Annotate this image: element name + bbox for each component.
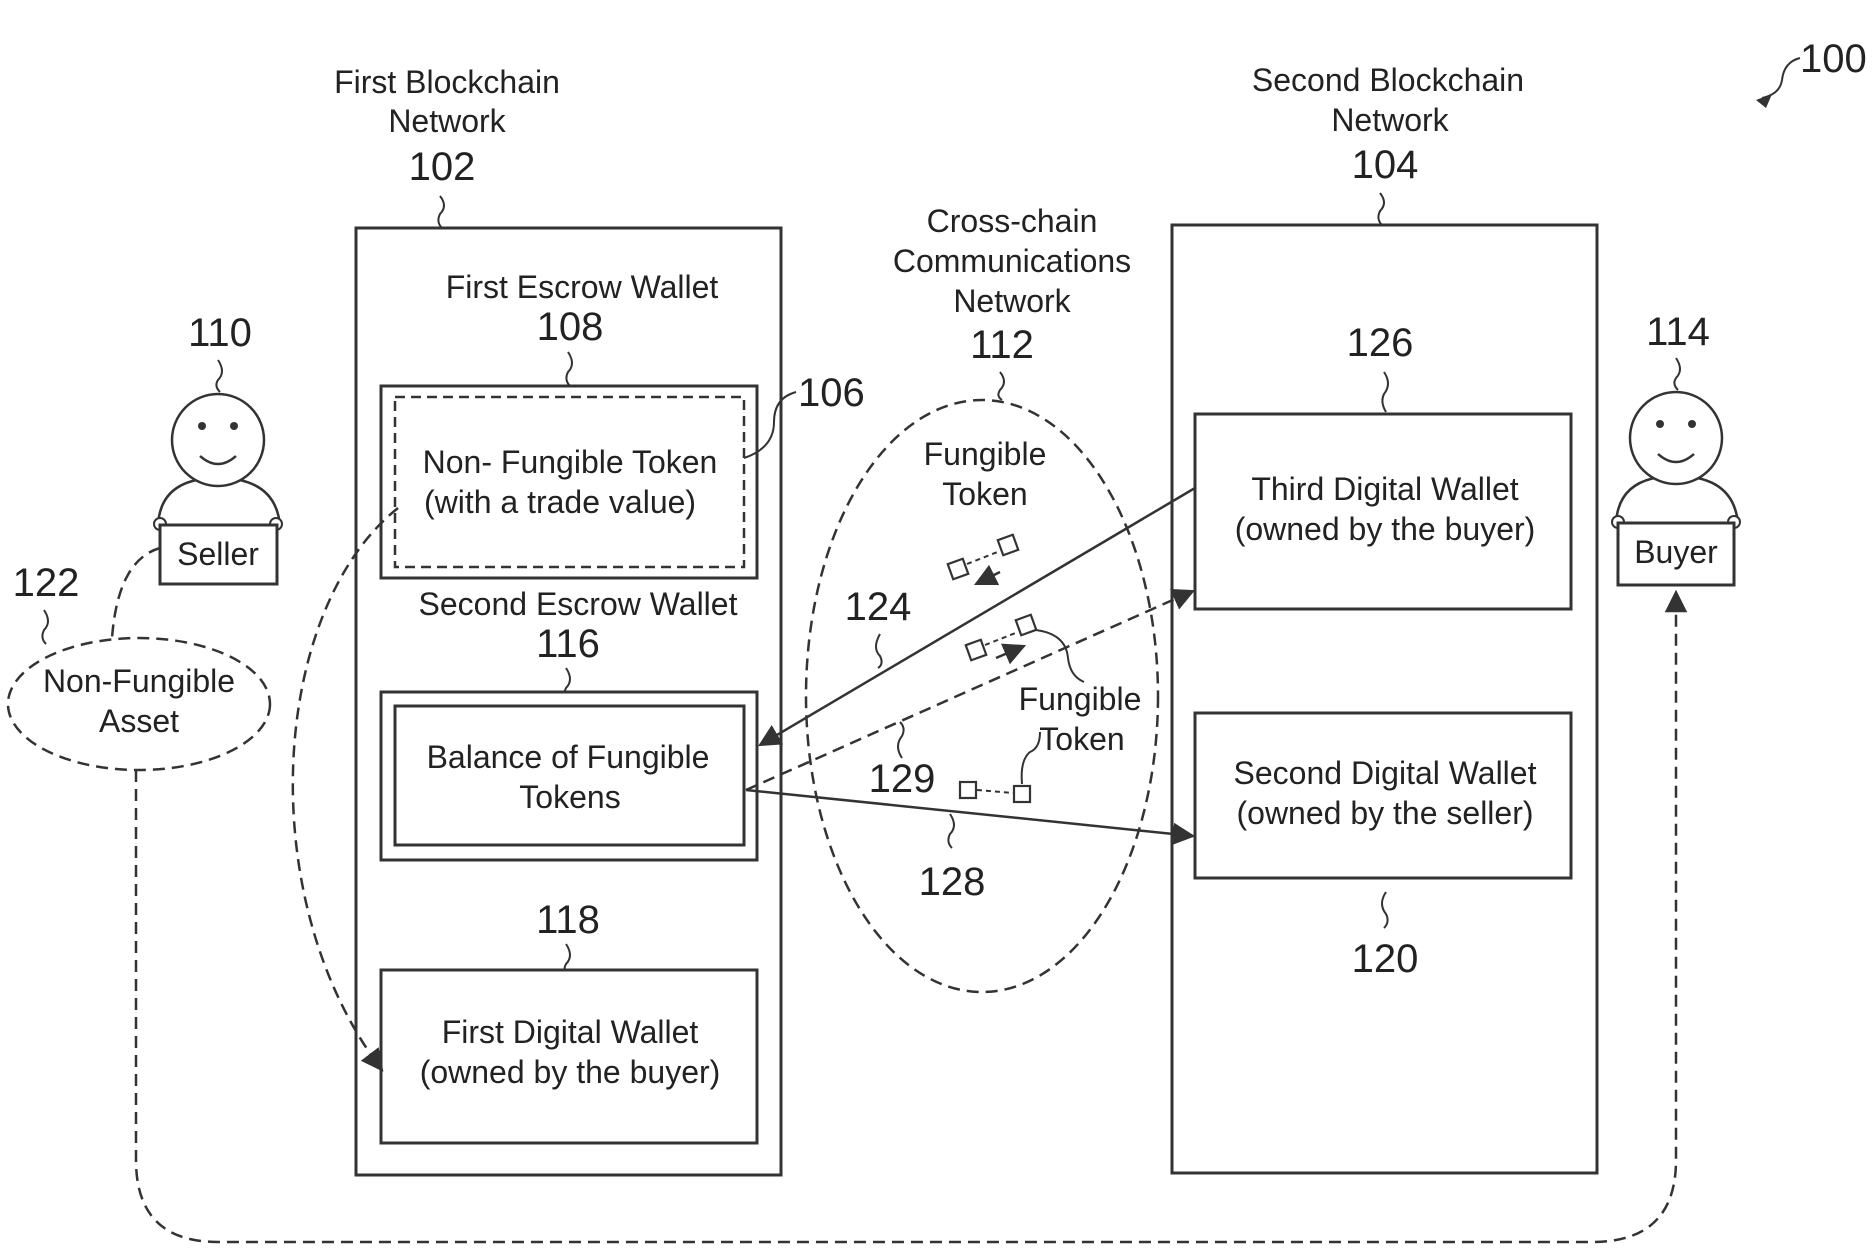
flow-128-leader <box>948 814 954 848</box>
cross-chain-title-line1: Cross-chain <box>927 203 1098 239</box>
fungible-token-icon-top <box>948 535 1019 584</box>
second-network-ref: 104 <box>1352 143 1419 187</box>
second-network-leader <box>1378 193 1384 225</box>
buyer-leader <box>1674 358 1680 390</box>
seller-asset-link <box>112 548 160 638</box>
fungible-token-top-line1: Fungible <box>924 436 1047 472</box>
second-digital-wallet-ref: 120 <box>1352 937 1419 981</box>
fungible-token-mid-line1: Fungible <box>1019 681 1142 717</box>
figure-ref-arrowhead <box>1756 94 1772 108</box>
first-digital-wallet-line2: (owned by the buyer) <box>420 1054 721 1090</box>
first-digital-wallet-ref: 118 <box>536 898 600 942</box>
second-network-title-line2: Network <box>1331 102 1449 138</box>
flow-124-leader <box>876 634 882 668</box>
first-digital-wallet-line1: First Digital Wallet <box>442 1014 699 1050</box>
flow-124-ref: 124 <box>845 585 912 629</box>
nf-asset-ref: 122 <box>13 561 80 605</box>
second-escrow-wallet-ref: 116 <box>536 622 600 666</box>
second-blockchain-network-box <box>1172 225 1597 1173</box>
second-digital-wallet-line1: Second Digital Wallet <box>1234 755 1537 791</box>
nft-ref: 106 <box>798 371 865 415</box>
flow-129-ref: 129 <box>869 757 936 801</box>
nf-asset-leader <box>42 610 48 644</box>
first-escrow-wallet-box <box>381 386 757 578</box>
seller-leader <box>216 360 222 392</box>
third-digital-wallet-ref: 126 <box>1347 321 1414 365</box>
first-escrow-wallet-title: First Escrow Wallet <box>446 269 719 305</box>
fungible-token-icon-bottom <box>960 732 1040 802</box>
first-network-leader <box>438 196 444 228</box>
figure-ref-leader <box>1762 58 1800 98</box>
balance-label-line2: Tokens <box>519 779 620 815</box>
nft-label-line1: Non- Fungible Token <box>423 444 718 480</box>
cross-chain-title-line2: Communications <box>893 243 1131 279</box>
second-digital-wallet-line2: (owned by the seller) <box>1236 795 1533 831</box>
second-network-title-line1: Second Blockchain <box>1252 62 1524 98</box>
buyer-label: Buyer <box>1634 534 1718 570</box>
first-network-ref: 102 <box>409 145 476 189</box>
first-network-title-line1: First Blockchain <box>334 64 560 100</box>
figure-ref-label: 100 <box>1800 37 1867 81</box>
nft-label-line2: (with a trade value) <box>424 484 696 520</box>
third-digital-wallet-line1: Third Digital Wallet <box>1251 471 1518 507</box>
seller-ref: 110 <box>188 311 252 355</box>
cross-chain-leader <box>998 372 1004 400</box>
buyer-ref: 114 <box>1646 310 1710 354</box>
fungible-token-top-line2: Token <box>942 476 1027 512</box>
third-digital-wallet-line2: (owned by the buyer) <box>1235 511 1536 547</box>
first-escrow-wallet-ref: 108 <box>537 305 604 349</box>
cross-chain-ref: 112 <box>970 323 1034 367</box>
fungible-token-bottom-leader <box>1022 732 1040 784</box>
cross-chain-title-line3: Network <box>953 283 1071 319</box>
first-network-title-line2: Network <box>388 103 506 139</box>
second-escrow-wallet-title: Second Escrow Wallet <box>419 586 738 622</box>
fungible-token-mid-leader <box>1036 630 1084 682</box>
balance-fungible-tokens-box <box>395 706 744 845</box>
fungible-token-mid-line2: Token <box>1039 721 1124 757</box>
buyer-person-icon <box>1612 392 1740 528</box>
nf-asset-label-line1: Non-Fungible <box>43 663 235 699</box>
fungible-token-icon-mid <box>966 615 1037 661</box>
balance-label-line1: Balance of Fungible <box>427 739 710 775</box>
flow-129-leader <box>898 722 904 758</box>
seller-person-icon <box>154 394 282 530</box>
seller-label: Seller <box>177 536 259 572</box>
flow-128-ref: 128 <box>919 860 986 904</box>
nf-asset-label-line2: Asset <box>99 703 179 739</box>
